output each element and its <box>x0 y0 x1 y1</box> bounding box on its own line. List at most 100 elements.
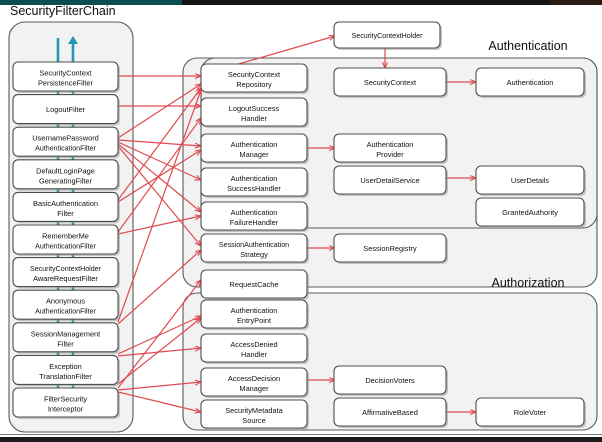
node-box[interactable] <box>12 159 119 190</box>
node-label: RoleVoter <box>514 408 547 417</box>
node-box[interactable] <box>12 61 119 92</box>
right-box-4[interactable]: RoleVoter <box>475 397 586 428</box>
node-label: Authentication <box>231 140 278 149</box>
node-box[interactable] <box>12 126 119 157</box>
node-box[interactable] <box>333 397 447 427</box>
node-label: Filter <box>57 209 74 218</box>
node-label: AuthenticationFilter <box>35 145 96 153</box>
node-box[interactable] <box>475 397 585 427</box>
node-box[interactable] <box>200 333 308 363</box>
node-label: Handler <box>241 350 267 359</box>
node-box[interactable] <box>333 67 447 97</box>
node-box[interactable] <box>333 21 441 49</box>
node-label: Provider <box>376 150 404 159</box>
node-box[interactable] <box>12 289 119 320</box>
node-label: AccessDenied <box>230 340 277 349</box>
node-label: SuccessHandler <box>227 184 281 193</box>
node-label: Authentication <box>231 306 278 315</box>
node-box[interactable] <box>12 257 119 288</box>
node-box[interactable] <box>333 365 447 395</box>
node-label: Authentication <box>367 140 414 149</box>
node-box[interactable] <box>12 322 119 353</box>
right-box-1[interactable]: Authentication <box>475 67 586 98</box>
node-label: Strategy <box>240 250 268 259</box>
node-label: Anonymous <box>46 297 85 306</box>
center-box-3[interactable]: UserDetailService <box>333 165 448 196</box>
node-box[interactable] <box>200 167 308 197</box>
node-box[interactable] <box>475 67 585 97</box>
node-label: PersistenceFilter <box>38 79 94 88</box>
node-box[interactable] <box>200 97 308 127</box>
node-box[interactable] <box>200 269 308 299</box>
node-box[interactable] <box>200 63 308 93</box>
node-label: GrantedAuthority <box>502 208 558 217</box>
security-context-holder-box[interactable]: SecurityContextHolder <box>333 21 442 50</box>
center-box-1[interactable]: SecurityContext <box>333 67 448 98</box>
node-label: UserDetailService <box>360 176 419 185</box>
node-label: BasicAuthentication <box>33 199 98 208</box>
node-label: AuthenticationFilter <box>35 308 96 316</box>
node-label: SecurityContext <box>39 69 91 78</box>
authorization-section-title: Authorization <box>492 276 565 290</box>
node-box[interactable] <box>12 191 119 222</box>
node-box[interactable] <box>333 133 447 163</box>
node-label: Interceptor <box>48 405 84 414</box>
node-box[interactable] <box>333 165 447 195</box>
bottom-edge-strip <box>0 437 602 442</box>
top-edge-strip <box>0 0 602 5</box>
right-box-3[interactable]: GrantedAuthority <box>475 197 586 228</box>
node-box[interactable] <box>200 299 308 329</box>
node-label: Exception <box>49 362 81 371</box>
node-label: UsernamePassword <box>32 134 99 143</box>
node-label: SecurityContext <box>364 78 416 87</box>
node-box[interactable] <box>12 387 119 418</box>
filter-box-2[interactable]: LogoutFilter <box>12 94 120 126</box>
node-box[interactable] <box>200 233 308 263</box>
node-box[interactable] <box>200 399 308 429</box>
top-edge-segment-right <box>550 0 602 5</box>
node-box[interactable] <box>200 201 308 231</box>
node-label: Filter <box>57 339 74 348</box>
node-box[interactable] <box>12 224 119 255</box>
node-box[interactable] <box>475 197 585 227</box>
node-box[interactable] <box>475 165 585 195</box>
center-box-6[interactable]: AffirmativeBased <box>333 397 448 428</box>
node-box[interactable] <box>200 367 308 397</box>
node-label: FilterSecurity <box>44 395 87 404</box>
authentication-section-title: Authentication <box>488 39 567 53</box>
node-box[interactable] <box>12 354 119 385</box>
node-label: LogoutFilter <box>46 105 86 114</box>
node-box[interactable] <box>12 94 119 125</box>
node-box[interactable] <box>200 133 308 163</box>
component-box-7[interactable]: RequestCache <box>200 269 309 300</box>
node-label: GeneratingFilter <box>39 176 93 185</box>
center-box-4[interactable]: SessionRegistry <box>333 233 448 264</box>
node-label: EntryPoint <box>237 316 271 325</box>
right-box-2[interactable]: UserDetails <box>475 165 586 196</box>
center-box-5[interactable]: DecisionVoters <box>333 365 448 396</box>
node-label: Source <box>242 416 265 425</box>
node-box[interactable] <box>333 233 447 263</box>
